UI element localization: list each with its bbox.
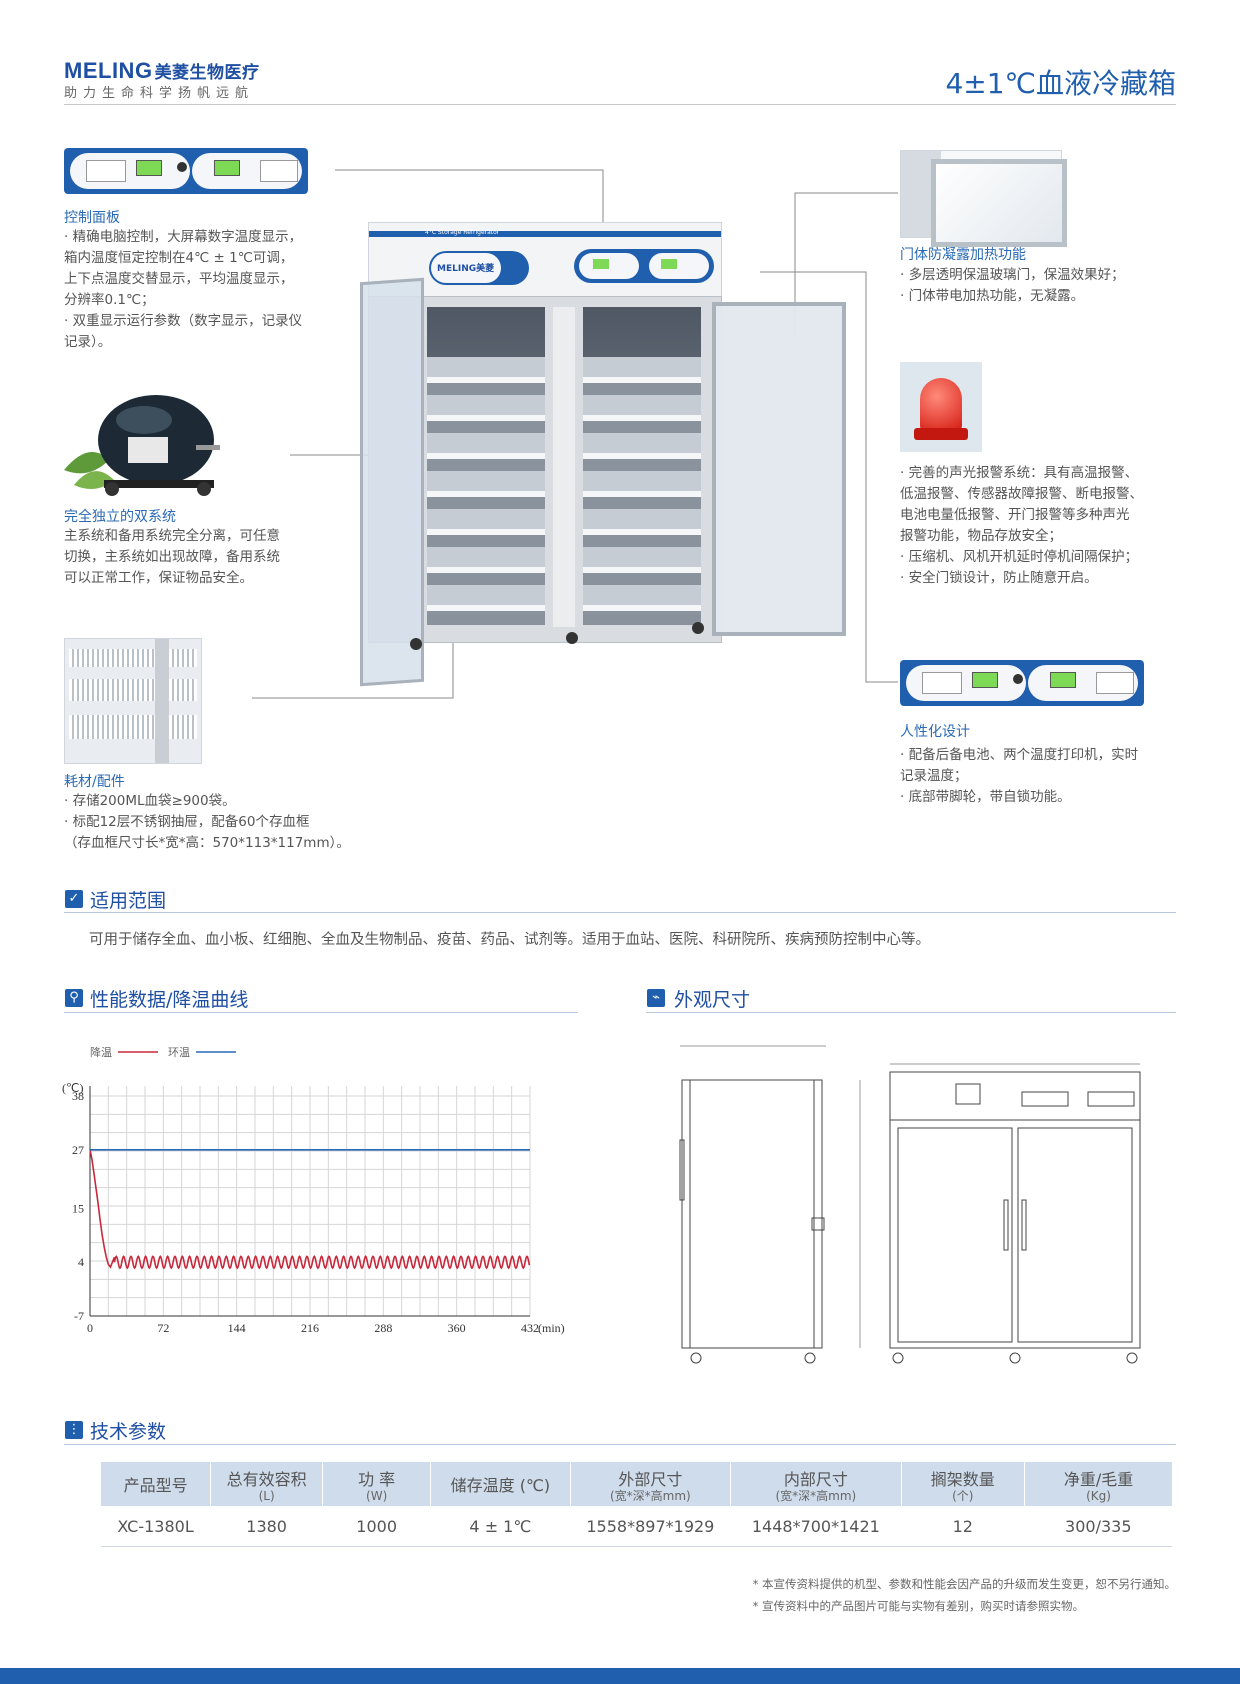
x-axis-unit: (min) <box>538 1321 565 1335</box>
spec-cell-weight: 300/335 <box>1024 1506 1172 1547</box>
section-title-performance: 性能数据/降温曲线 <box>90 989 249 1011</box>
feature-title-control-panel: 控制面板 <box>64 210 120 226</box>
y-tick-label: 38 <box>72 1089 84 1103</box>
glass-door-image <box>900 150 1067 247</box>
feature-body-humanized: · 配备后备电池、两个温度打印机，实时 记录温度； · 底部带脚轮，带自锁功能。 <box>900 747 1139 805</box>
spec-header-cell: 总有效容积(L) <box>210 1462 323 1506</box>
footer-bar <box>0 1668 1240 1684</box>
spec-header-cell: 功 率(W) <box>322 1462 431 1506</box>
spec-row: XC-1380L 1380 1000 4 ± 1℃ 1558*897*1929 … <box>100 1506 1172 1547</box>
chart-grid <box>90 1086 531 1316</box>
spec-table: 产品型号 总有效容积(L) 功 率(W) 储存温度 (℃) 外部尺寸(宽*深*高… <box>99 1462 1172 1547</box>
y-tick-label: -7 <box>74 1309 84 1323</box>
control-panel-image <box>64 148 308 194</box>
check-icon: ✓ <box>65 890 83 908</box>
spec-header-row: 产品型号 总有效容积(L) 功 率(W) 储存温度 (℃) 外部尺寸(宽*深*高… <box>99 1462 1172 1506</box>
spec-header-cell: 净重/毛重(Kg) <box>1024 1462 1172 1506</box>
spec-header-cell: 产品型号 <box>99 1462 211 1506</box>
spec-header-cell: 外部尺寸(宽*深*高mm) <box>569 1462 731 1506</box>
section-divider <box>64 912 1176 913</box>
feature-body-consumables: · 存储200ML血袋≥900袋。 · 标配12层不锈钢抽屉，配备60个存血框 … <box>64 793 350 851</box>
fridge-top-panel: 4°C Storage Refrigerator MELING美菱 <box>368 222 722 298</box>
caster-wheel <box>410 638 422 650</box>
section-divider <box>64 1444 1176 1445</box>
link-icon: ⚲ <box>65 989 83 1007</box>
x-tick-label: 432 <box>521 1321 539 1335</box>
feature-title-door-heating: 门体防凝露加热功能 <box>900 247 1026 263</box>
x-tick-label: 216 <box>301 1321 319 1335</box>
section-title-dimensions: 外观尺寸 <box>674 989 751 1011</box>
x-tick-label: 0 <box>87 1321 93 1335</box>
spec-cell-volume: 1380 <box>210 1506 323 1547</box>
y-tick-label: 4 <box>78 1255 84 1269</box>
series-line-cooling <box>89 1149 531 1270</box>
footnotes: * 本宣传资料提供的机型、参数和性能会因产品的升级而发生变更，恕不另行通知。 *… <box>753 1576 1176 1614</box>
fridge-body <box>368 296 722 643</box>
spec-cell-power: 1000 <box>322 1506 431 1547</box>
y-axis-label: (℃) <box>62 1081 83 1095</box>
feature-body-alarm: · 完善的声光报警系统：具有高温报警、 低温报警、传感器故障报警、断电报警、 电… <box>900 465 1143 586</box>
spec-cell-internal-size: 1448*700*1421 <box>730 1506 902 1547</box>
header-divider <box>64 104 1176 105</box>
chart-legend: 降温 环温 <box>90 1045 236 1059</box>
feature-body-control-panel: · 精确电脑控制，大屏幕数字温度显示， 箱内温度恒定控制在4℃ ± 1℃可调， … <box>64 229 303 350</box>
x-tick-label: 360 <box>448 1321 466 1335</box>
x-tick-label: 288 <box>374 1321 392 1335</box>
chart-series <box>89 1149 531 1270</box>
page-title: 4±1℃血液冷藏箱 <box>945 67 1176 100</box>
cooling-chart: 降温 环温 (℃) -7 4 15 27 38 0 72 144 216 288 360 432(min… <box>62 1045 565 1335</box>
y-tick-label: 15 <box>72 1201 84 1215</box>
x-tick-label: 72 <box>157 1321 169 1335</box>
settings-icon: ⋮ <box>65 1421 83 1439</box>
feature-title-humanized: 人性化设计 <box>900 724 970 740</box>
legend-label-ambient: 环温 <box>168 1046 190 1059</box>
legend-label-cool: 降温 <box>90 1045 112 1059</box>
fridge-left-door <box>360 277 424 687</box>
y-tick-label: 27 <box>72 1143 84 1157</box>
section-divider <box>64 1012 578 1013</box>
footnote: * 宣传资料中的产品图片可能与实物有差别，购买时请参照实物。 <box>752 1599 1084 1613</box>
spec-header-cell: 储存温度 (℃) <box>430 1462 571 1506</box>
footnote: * 本宣传资料提供的机型、参数和性能会因产品的升级而发生变更，恕不另行通知。 <box>752 1577 1176 1591</box>
feature-body-dual-system: 主系统和备用系统完全分离，可任意 切换，主系统如出现故障，备用系统 可以正常工作… <box>64 528 280 586</box>
caster-wheel <box>566 632 578 644</box>
slogan: 助力生命科学扬帆远航 <box>64 86 255 101</box>
ruler-icon: ⌁ <box>647 989 665 1007</box>
compressor-image <box>64 395 220 496</box>
brand-latin: MELING <box>64 58 153 83</box>
feature-title-consumables: 耗材/配件 <box>64 774 125 790</box>
fridge-right-door <box>712 302 846 636</box>
alarm-light-icon <box>900 362 982 452</box>
spec-cell-model: XC-1380L <box>100 1506 211 1547</box>
baskets-image <box>64 638 202 764</box>
section-divider <box>646 1012 1176 1013</box>
fridge-band-label: 4°C Storage Refrigerator <box>425 229 500 236</box>
control-panel-image-2 <box>900 660 1144 706</box>
brand-cn: 美菱生物医疗 <box>154 63 260 83</box>
dimension-drawing <box>679 1045 1141 1364</box>
spec-cell-temperature: 4 ± 1℃ <box>430 1506 571 1547</box>
spec-header-cell: 内部尺寸(宽*深*高mm) <box>730 1462 902 1506</box>
chart-axes: (℃) -7 4 15 27 38 0 72 144 216 288 360 432(min) <box>62 1081 565 1335</box>
spec-cell-shelves: 12 <box>901 1506 1025 1547</box>
spec-cell-external-size: 1558*897*1929 <box>570 1506 731 1547</box>
spec-header-cell: 搁架数量(个) <box>900 1462 1025 1506</box>
section-title-scope: 适用范围 <box>90 890 167 912</box>
section-title-specs: 技术参数 <box>90 1421 167 1443</box>
feature-body-door-heating: · 多层透明保温玻璃门，保温效果好； · 门体带电加热功能，无凝露。 <box>900 267 1125 304</box>
fridge-logo: MELING美菱 <box>437 264 495 274</box>
scope-text: 可用于储存全血、血小板、红细胞、全血及生物制品、疫苗、药品、试剂等。适用于血站、… <box>89 932 930 948</box>
feature-title-dual-system: 完全独立的双系统 <box>64 509 176 525</box>
x-tick-label: 144 <box>228 1321 246 1335</box>
caster-wheel <box>692 622 704 634</box>
